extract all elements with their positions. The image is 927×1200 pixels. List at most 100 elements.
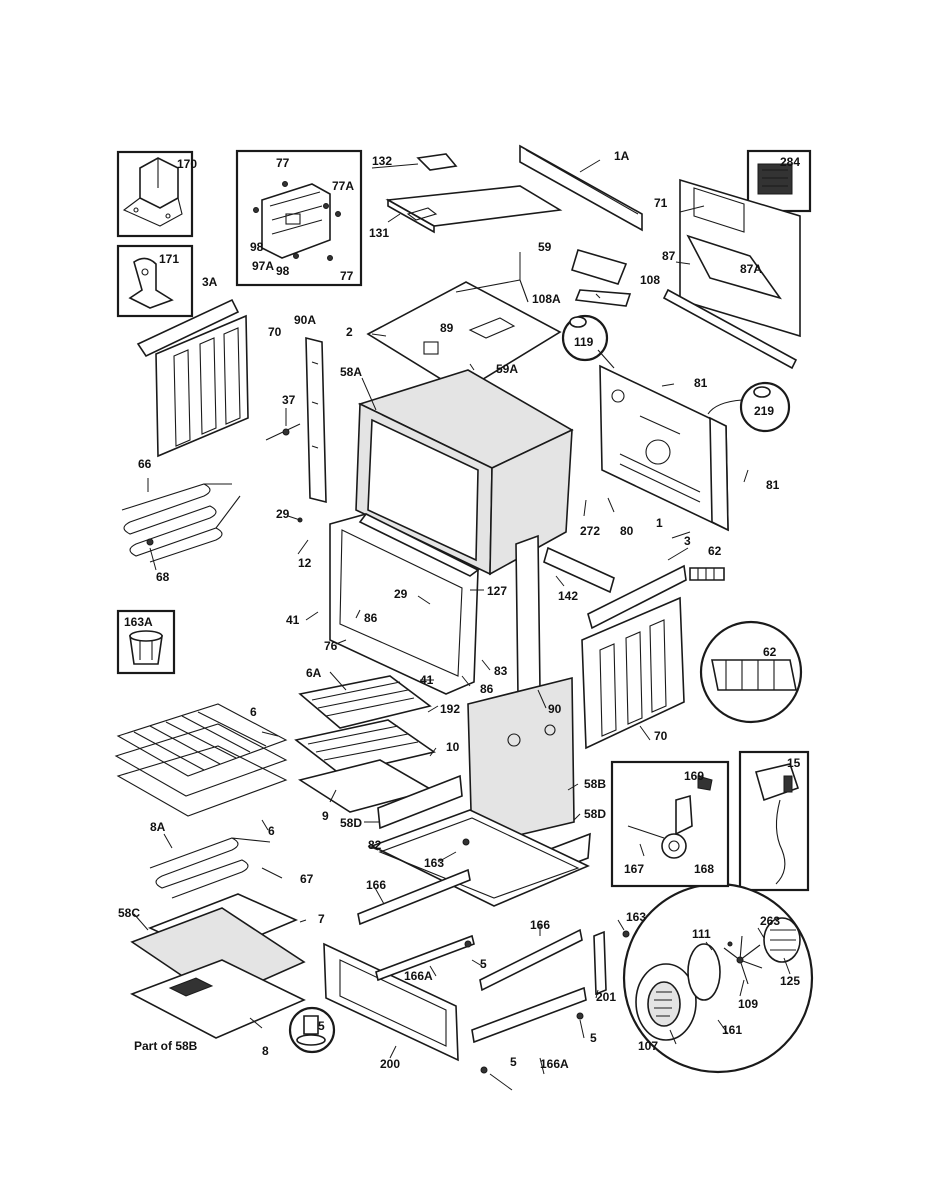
drawer-front-200 xyxy=(323,942,459,1062)
label-166a2: 166A xyxy=(540,1057,569,1071)
label-119: 119 xyxy=(574,335,594,349)
label-7: 7 xyxy=(318,912,325,926)
label-81b: 81 xyxy=(766,478,780,492)
label-12: 12 xyxy=(298,556,312,570)
label-41: 41 xyxy=(286,613,300,627)
label-2: 2 xyxy=(346,325,353,339)
label-80: 80 xyxy=(620,524,634,538)
label-58d2: 58D xyxy=(584,807,606,821)
label-125: 125 xyxy=(780,974,800,988)
side-panel-3a xyxy=(136,298,249,458)
racks-6 xyxy=(114,703,288,817)
label-5c: 5 xyxy=(590,1031,597,1045)
label-142: 142 xyxy=(558,589,578,603)
label-284: 284 xyxy=(780,155,800,169)
oven-body-58a xyxy=(355,369,574,576)
label-76: 76 xyxy=(324,639,338,653)
label-107: 107 xyxy=(638,1039,658,1053)
label-167: 167 xyxy=(624,862,644,876)
label-166: 166 xyxy=(366,878,386,892)
label-3: 3 xyxy=(684,534,691,548)
side-90 xyxy=(515,534,541,698)
label-6: 6 xyxy=(250,705,257,719)
foot-circle xyxy=(288,1006,336,1054)
label-77: 77 xyxy=(276,156,290,170)
label-82: 82 xyxy=(368,838,382,852)
label-10: 10 xyxy=(446,740,460,754)
label-81: 81 xyxy=(694,376,708,390)
circle-119 xyxy=(561,314,615,369)
inset-62-circle xyxy=(699,620,803,724)
inset-blower-circle xyxy=(622,882,814,1074)
label-6b: 6 xyxy=(268,824,275,838)
label-108: 108 xyxy=(640,273,660,287)
part-201 xyxy=(593,930,607,996)
label-62: 62 xyxy=(708,544,722,558)
broil-pan-set xyxy=(294,675,436,813)
label-171: 171 xyxy=(159,252,179,266)
panel-8 xyxy=(130,959,306,1039)
inset-284 xyxy=(746,149,812,213)
label-219: 219 xyxy=(754,404,774,418)
label-59: 59 xyxy=(538,240,552,254)
bracket-108 xyxy=(571,249,632,307)
label-192: 192 xyxy=(440,702,460,716)
label-263: 263 xyxy=(760,914,780,928)
label-15: 15 xyxy=(787,756,801,770)
block-62 xyxy=(689,567,725,581)
label-29: 29 xyxy=(276,507,290,521)
label-170: 170 xyxy=(177,157,197,171)
label-87a: 87A xyxy=(740,262,762,276)
label-58d: 58D xyxy=(340,816,362,830)
label-part-of-58b: Part of 58B xyxy=(134,1039,198,1053)
label-109: 109 xyxy=(738,997,758,1011)
label-58a: 58A xyxy=(340,365,362,379)
label-163: 163 xyxy=(424,856,444,870)
slides-166 xyxy=(357,868,587,1044)
label-163a: 163A xyxy=(124,615,153,629)
channel-142 xyxy=(543,546,615,594)
rear-panel-71 xyxy=(662,178,801,370)
label-131: 131 xyxy=(369,226,389,240)
screws xyxy=(146,517,630,1074)
inset-170 xyxy=(116,150,194,238)
label-62b: 62 xyxy=(763,645,777,659)
label-111: 111 xyxy=(692,927,711,941)
back-panel-1 xyxy=(599,364,729,532)
label-8: 8 xyxy=(262,1044,269,1058)
inset-163a xyxy=(116,609,176,675)
inset-15 xyxy=(738,750,810,892)
label-98: 98 xyxy=(250,240,264,254)
label-77a: 77A xyxy=(332,179,354,193)
label-71: 71 xyxy=(654,196,668,210)
label-90: 90 xyxy=(548,702,562,716)
label-108a: 108A xyxy=(532,292,561,306)
label-98b: 98 xyxy=(276,264,290,278)
label-1a: 1A xyxy=(614,149,630,163)
side-panel-70-right xyxy=(581,596,685,750)
leader-lines xyxy=(133,159,791,1091)
side-90a xyxy=(305,336,327,504)
label-200: 200 xyxy=(380,1057,400,1071)
label-70: 70 xyxy=(268,325,282,339)
label-163b: 163 xyxy=(626,910,646,924)
label-67: 67 xyxy=(300,872,314,886)
label-166a: 166A xyxy=(404,969,433,983)
label-272: 272 xyxy=(580,524,600,538)
label-86b: 86 xyxy=(480,682,494,696)
label-68: 68 xyxy=(156,570,170,584)
label-37: 37 xyxy=(282,393,296,407)
label-41b: 41 xyxy=(420,673,434,687)
label-201: 201 xyxy=(596,990,616,1004)
label-97a: 97A xyxy=(252,259,274,273)
door-frame-76 xyxy=(329,512,480,695)
label-58b: 58B xyxy=(584,777,606,791)
label-127: 127 xyxy=(487,584,507,598)
bake-element-66 xyxy=(121,483,241,563)
label-87: 87 xyxy=(662,249,676,263)
label-132: 132 xyxy=(372,154,392,168)
rod-37 xyxy=(265,423,301,441)
label-169: 169 xyxy=(684,769,704,783)
label-3a: 3A xyxy=(202,275,218,289)
